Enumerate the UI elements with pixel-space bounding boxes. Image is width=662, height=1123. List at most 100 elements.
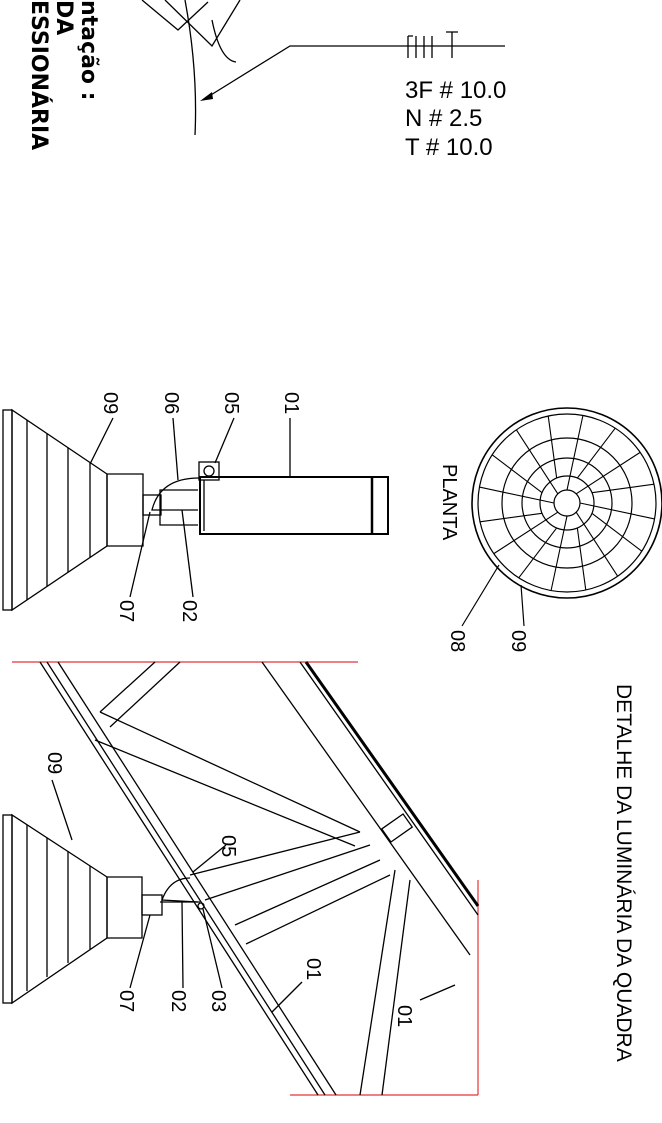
plan-spoke bbox=[491, 454, 543, 494]
leader-07 bbox=[129, 511, 151, 598]
tube-01 bbox=[199, 476, 389, 535]
truss-view bbox=[2, 661, 480, 1096]
leader-01-lower-a bbox=[271, 981, 303, 1013]
label-06: 06 bbox=[160, 392, 182, 414]
label-09: 09 bbox=[99, 392, 121, 414]
plan-ring-1 bbox=[539, 475, 595, 531]
leader-06 bbox=[172, 417, 179, 481]
label-09-lower: 09 bbox=[43, 752, 65, 774]
plan-spoke bbox=[479, 486, 555, 504]
plan-spoke bbox=[575, 451, 641, 495]
bracket-lower bbox=[161, 877, 199, 903]
cable-outline bbox=[141, 0, 209, 31]
label-01: 01 bbox=[280, 392, 302, 414]
leader-05-lower bbox=[192, 844, 227, 873]
label-01-lower-b: 01 bbox=[393, 1005, 415, 1027]
web bbox=[204, 844, 371, 901]
reflector-rim bbox=[2, 409, 13, 611]
plan-spoke bbox=[591, 512, 643, 552]
plan-spoke bbox=[547, 415, 558, 479]
chord-lower bbox=[39, 661, 319, 1096]
label-05: 05 bbox=[220, 392, 242, 414]
leader-arrowhead bbox=[200, 92, 213, 101]
leader-02 bbox=[181, 509, 194, 598]
side-note-line3: ESSIONÁRIA bbox=[26, 0, 52, 150]
label-02-lower: 02 bbox=[167, 990, 189, 1012]
plan-outer-ring bbox=[471, 407, 662, 599]
cable-curve-2 bbox=[211, 19, 237, 63]
label-05-lower: 05 bbox=[217, 835, 239, 857]
leader-08 bbox=[461, 564, 500, 627]
bolt-05 bbox=[198, 461, 220, 481]
reflector-09-lower bbox=[11, 813, 108, 1005]
plan-spoke bbox=[579, 502, 655, 520]
label-01-lower-a: 01 bbox=[302, 958, 324, 980]
upper-view-labels: 01 05 06 09 02 07 bbox=[99, 392, 302, 622]
bolt-05-head bbox=[203, 465, 215, 477]
web bbox=[234, 859, 381, 926]
label-07: 07 bbox=[115, 600, 137, 622]
plan-ring-2 bbox=[521, 457, 613, 549]
reflector-rim-lower bbox=[2, 814, 13, 1004]
plan-spoke bbox=[518, 527, 558, 579]
clamp-07-lower bbox=[141, 894, 163, 916]
cable-spec-line3: T # 10.0 bbox=[405, 134, 493, 161]
label-09-plan: 09 bbox=[507, 630, 529, 652]
leader-09-lower bbox=[51, 779, 73, 841]
plan-spoke bbox=[493, 511, 559, 555]
plan-labels: PLANTA 08 09 bbox=[438, 464, 529, 652]
bracket-02 bbox=[159, 489, 198, 526]
lamp-neck-lower bbox=[106, 876, 143, 939]
label-02: 02 bbox=[178, 600, 200, 622]
web bbox=[381, 879, 411, 1096]
web bbox=[99, 661, 156, 713]
chord-splice bbox=[380, 813, 414, 843]
lower-view-labels: 09 05 07 02 03 01 01 bbox=[43, 752, 415, 1027]
leader-01-lower-b bbox=[419, 984, 456, 1001]
clamp-07 bbox=[142, 494, 162, 516]
plan-spokes bbox=[479, 415, 655, 591]
web bbox=[99, 711, 361, 833]
cable-sketch bbox=[141, 0, 505, 136]
web bbox=[94, 739, 356, 847]
label-07-lower: 07 bbox=[115, 990, 137, 1012]
plan-title: PLANTA bbox=[438, 464, 460, 541]
bracket-06 bbox=[151, 477, 200, 511]
plan-spoke bbox=[576, 427, 616, 479]
leader-02-lower bbox=[181, 901, 184, 989]
detail-title: DETALHE DA LUMINÁRIA DA QUADRA bbox=[612, 684, 635, 1062]
web bbox=[359, 869, 396, 1096]
web bbox=[245, 874, 391, 945]
chord-lower bbox=[57, 661, 337, 1096]
plan-rim bbox=[477, 413, 657, 593]
plan-view bbox=[461, 407, 662, 627]
plan-spoke bbox=[550, 515, 568, 591]
plan-center bbox=[553, 489, 581, 517]
chord-upper-thick bbox=[304, 661, 480, 907]
web bbox=[189, 831, 361, 876]
side-note-line1: ntação : bbox=[76, 0, 101, 100]
chord-upper bbox=[299, 661, 479, 916]
luminaire-side-view bbox=[2, 408, 389, 612]
lamp-neck bbox=[106, 473, 144, 547]
label-03-lower: 03 bbox=[207, 990, 229, 1012]
side-note: ntação : DA ESSIONÁRIA bbox=[26, 0, 101, 150]
web bbox=[109, 661, 181, 728]
leader-09 bbox=[89, 417, 114, 465]
plan-ring-3 bbox=[501, 437, 633, 569]
plan-spoke bbox=[479, 512, 543, 523]
leader-09-plan bbox=[520, 584, 525, 627]
label-08: 08 bbox=[446, 630, 468, 652]
plan-spoke bbox=[575, 511, 619, 577]
cable-ticks bbox=[407, 31, 458, 58]
plan-spoke bbox=[591, 483, 655, 494]
reflector-09 bbox=[11, 408, 108, 612]
leader-line bbox=[205, 45, 505, 99]
leader-05 bbox=[214, 417, 235, 464]
cable-outline-2 bbox=[164, 0, 241, 48]
plan-spoke bbox=[566, 415, 584, 491]
cable-spec-line1: 3F # 10.0 bbox=[405, 77, 506, 104]
bolt-03 bbox=[197, 902, 205, 910]
cable-curve bbox=[184, 0, 197, 136]
